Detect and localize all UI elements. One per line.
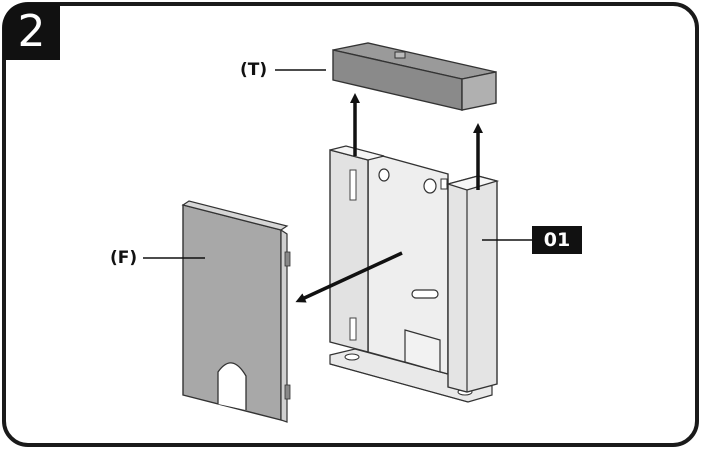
pull-arrow-front	[295, 251, 403, 303]
callout-top-cover: (T)	[240, 60, 268, 80]
part-number-badge: 01	[532, 226, 582, 254]
callout-front-cover: (F)	[110, 248, 138, 268]
step-number-badge: 2	[3, 3, 60, 60]
front-cover	[181, 200, 291, 423]
top-cover	[332, 42, 497, 111]
